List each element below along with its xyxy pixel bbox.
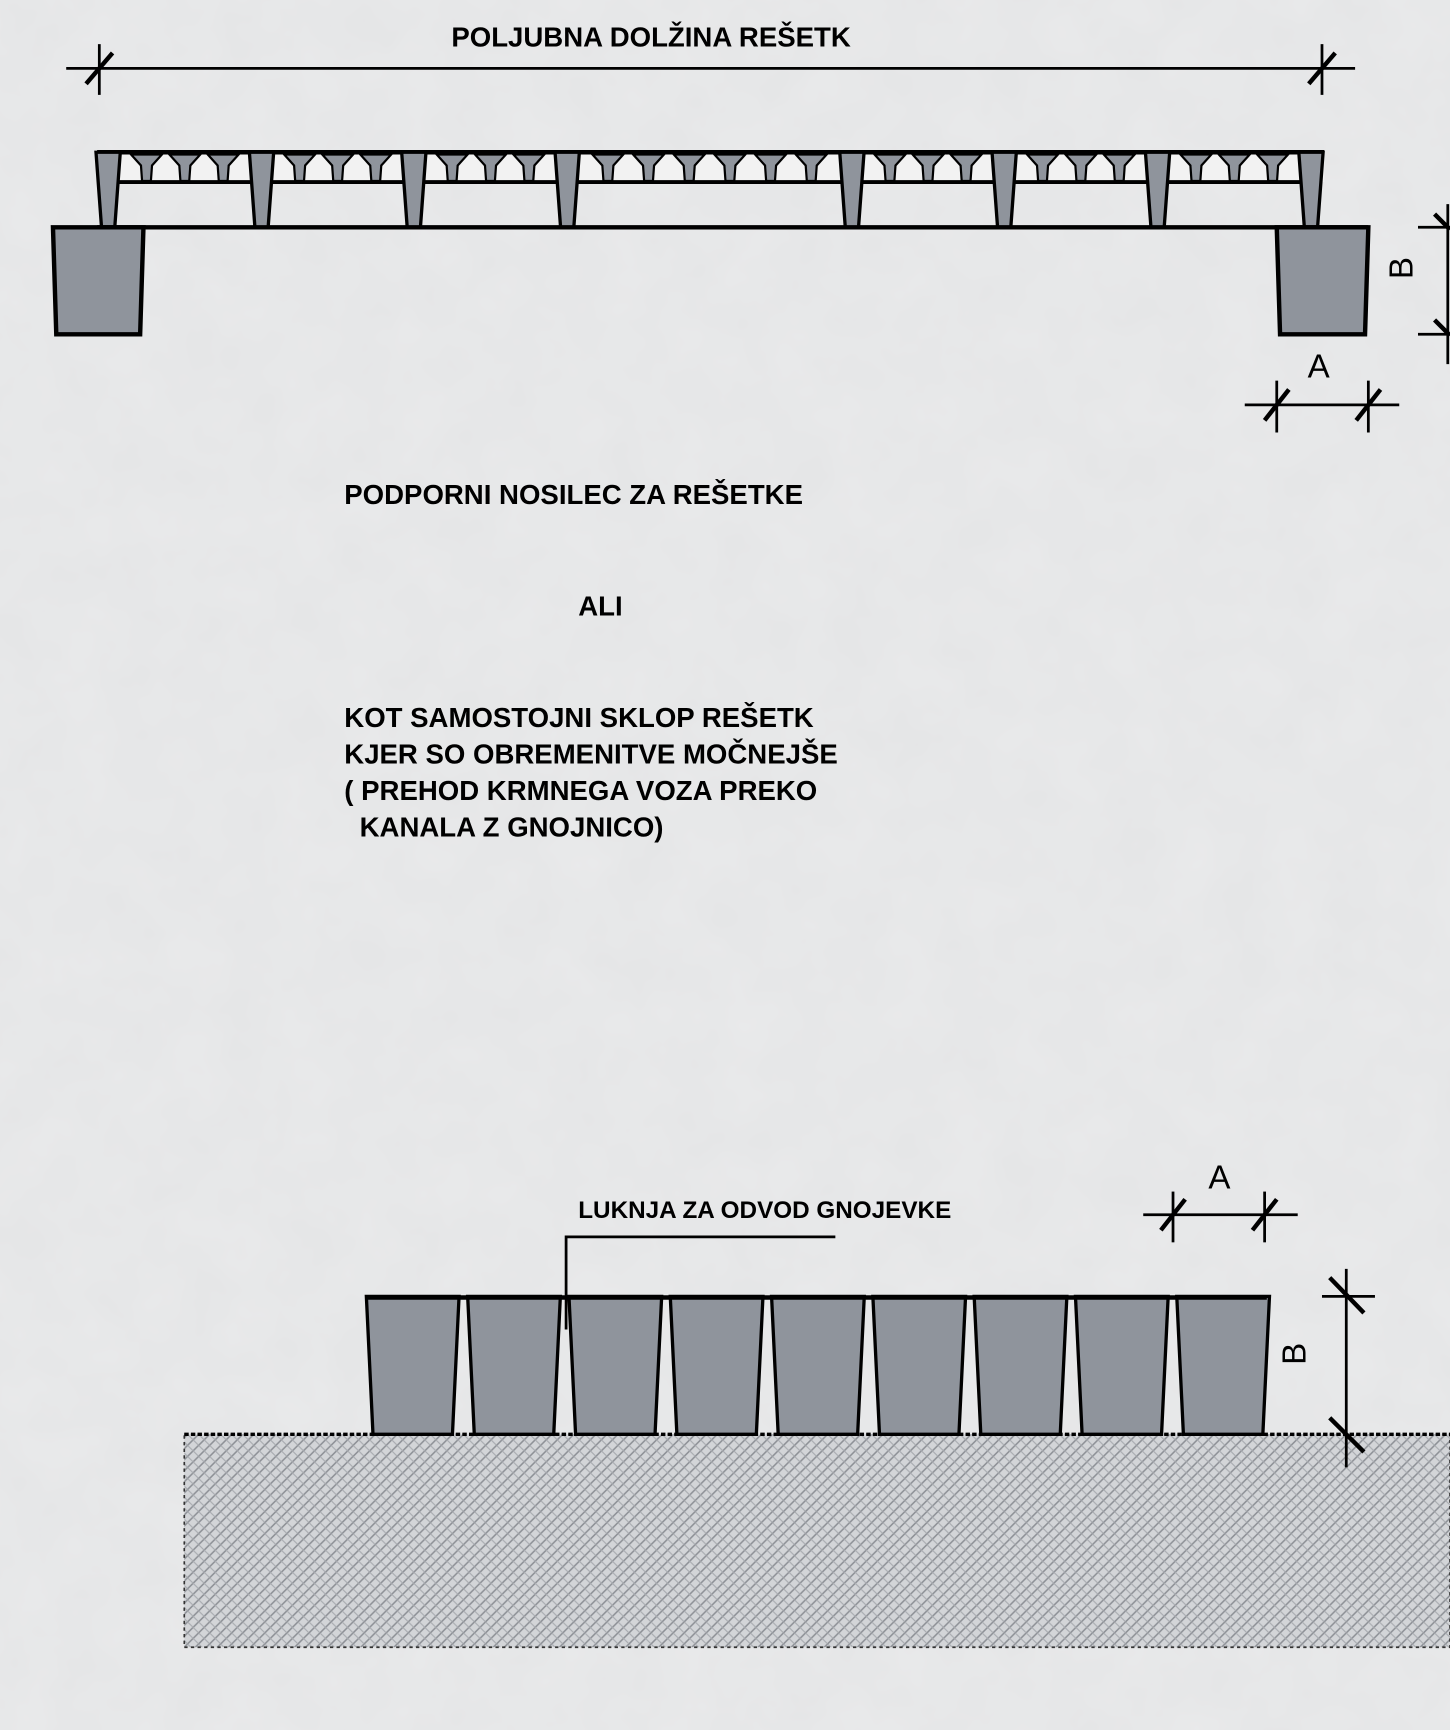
description-line: ( PREHOD KRMNEGA VOZA PREKO bbox=[344, 775, 817, 806]
right-support-block bbox=[1274, 225, 1371, 337]
top-slatted-floor-drawing: POLJUBNA DOLŽINA REŠETK B A bbox=[50, 21, 1450, 433]
width-dimension-a bbox=[1143, 1191, 1298, 1243]
concrete-block bbox=[465, 1294, 563, 1436]
concrete-block bbox=[1175, 1294, 1272, 1436]
grating-beam bbox=[990, 150, 1019, 229]
description-text: PODPORNI NOSILEC ZA REŠETKE ALI KOT SAMO… bbox=[344, 479, 837, 842]
dim-b-label: B bbox=[1383, 257, 1420, 279]
grating-beam bbox=[1297, 150, 1325, 229]
grating-beam bbox=[1143, 150, 1172, 229]
dim-b-label: B bbox=[1276, 1343, 1313, 1365]
concrete-block bbox=[364, 1294, 461, 1436]
grating-profile bbox=[94, 150, 1369, 230]
height-dimension-b bbox=[1417, 204, 1450, 365]
length-dimension-label: POLJUBNA DOLŽINA REŠETK bbox=[451, 21, 851, 52]
dim-a-label: A bbox=[1308, 348, 1331, 385]
bottom-block-assembly-drawing: LUKNJA ZA ODVOD GNOJEVKE A B bbox=[183, 1159, 1450, 1649]
grating-beam bbox=[247, 150, 276, 229]
length-dimension-line bbox=[66, 44, 1356, 95]
grating-beam bbox=[553, 150, 582, 229]
description-line: KANALA Z GNOJNICO) bbox=[344, 811, 663, 842]
concrete-block bbox=[1073, 1294, 1170, 1436]
or-label: ALI bbox=[578, 591, 622, 622]
grating-top-plate bbox=[97, 151, 1325, 183]
left-support-block bbox=[50, 225, 146, 337]
description-line: KJER SO OBREMENITVE MOČNEJŠE bbox=[344, 738, 837, 769]
grating-beam bbox=[94, 150, 123, 229]
concrete-block bbox=[871, 1294, 968, 1436]
grating-beam bbox=[399, 150, 428, 229]
concrete-block bbox=[769, 1294, 866, 1436]
concrete-block bbox=[567, 1294, 664, 1436]
drain-hole-label: LUKNJA ZA ODVOD GNOJEVKE bbox=[578, 1197, 951, 1224]
support-beam-heading: PODPORNI NOSILEC ZA REŠETKE bbox=[344, 479, 803, 510]
width-dimension-a bbox=[1244, 380, 1400, 433]
grating-beam bbox=[837, 150, 866, 229]
concrete-block bbox=[668, 1294, 765, 1436]
description-line: KOT SAMOSTOJNI SKLOP REŠETK bbox=[344, 702, 814, 733]
height-dimension-b bbox=[1321, 1268, 1375, 1468]
concrete-blocks bbox=[364, 1294, 1272, 1436]
ground-foundation bbox=[183, 1433, 1450, 1649]
concrete-block bbox=[972, 1294, 1069, 1436]
dim-a-label: A bbox=[1208, 1159, 1231, 1196]
